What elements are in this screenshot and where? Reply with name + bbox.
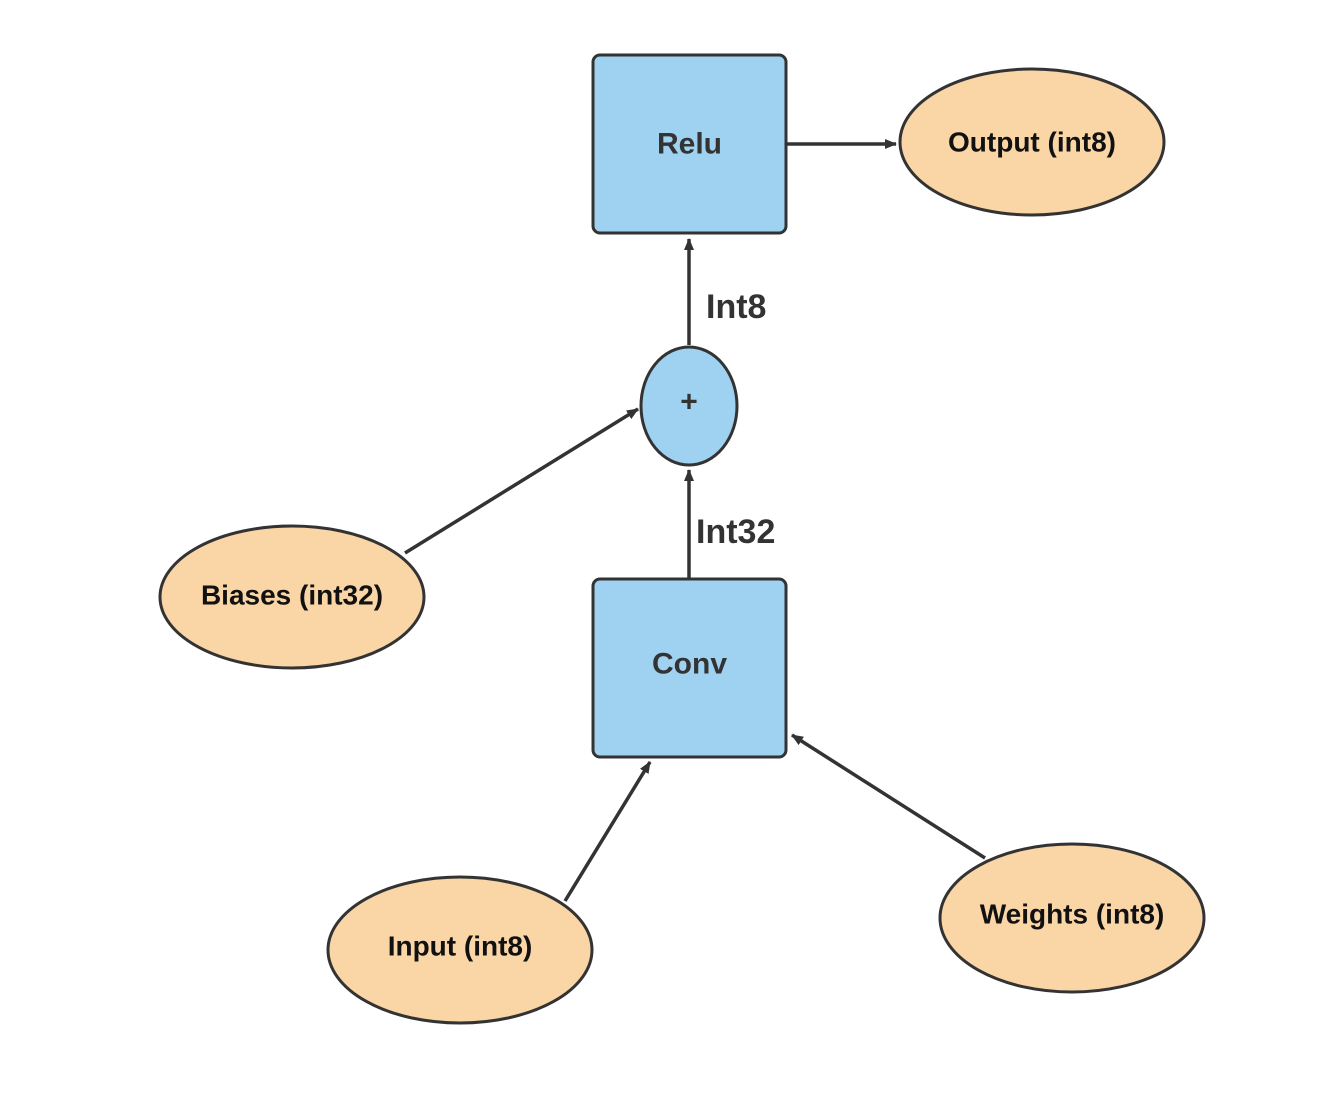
biases-node: Biases (int32): [158, 524, 426, 670]
edge-weights-to-conv: [791, 733, 986, 860]
output-ellipse: [898, 67, 1166, 217]
weights-ellipse: [938, 842, 1206, 994]
biases-ellipse: [158, 524, 426, 670]
relu-box: [591, 53, 788, 235]
weights-label: Weights (int8): [980, 899, 1165, 930]
edges: [404, 139, 986, 902]
input-node: Input (int8): [326, 875, 594, 1025]
edge-label-int8: Int8: [706, 288, 766, 326]
conv-label: Conv: [652, 648, 727, 681]
input-ellipse: [326, 875, 594, 1025]
add-ellipse: [639, 345, 739, 467]
add-node: +: [639, 345, 739, 467]
edge-biases-to-add: [404, 407, 639, 555]
relu-node: Relu: [591, 53, 788, 235]
add-label: +: [680, 386, 698, 419]
edge-input-to-conv: [563, 761, 652, 902]
conv-node: Conv: [591, 577, 788, 759]
conv-box: [591, 577, 788, 759]
biases-label: Biases (int32): [201, 580, 383, 611]
output-node: Output (int8): [898, 67, 1166, 217]
weights-node: Weights (int8): [938, 842, 1206, 994]
input-label: Input (int8): [388, 931, 533, 962]
output-label: Output (int8): [948, 127, 1116, 158]
edge-label-int32: Int32: [696, 513, 775, 551]
relu-label: Relu: [657, 128, 722, 161]
